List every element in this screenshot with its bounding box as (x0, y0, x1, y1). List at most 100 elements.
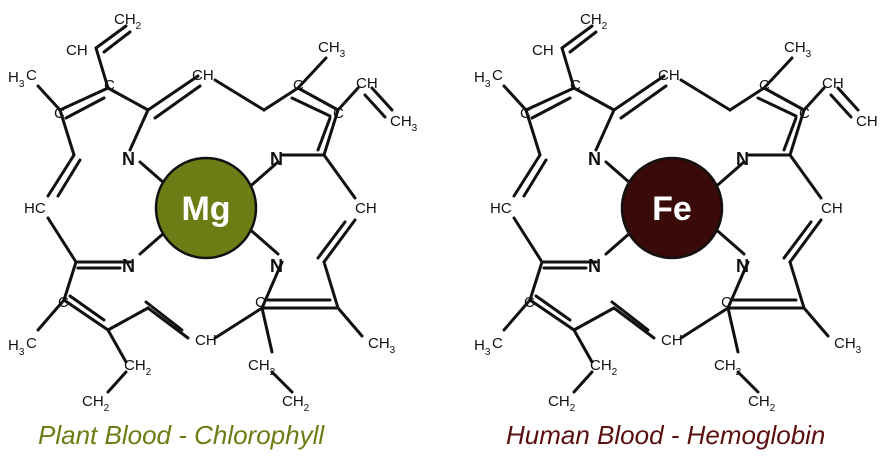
atom-label-ch-top: CH (658, 67, 680, 84)
bond-line (94, 24, 128, 50)
atom-subscript: 2 (612, 367, 618, 378)
atom-label-ch-bottom: CH (195, 332, 217, 349)
atom-label-c-br: C (255, 294, 266, 311)
atom-text: CH (368, 335, 390, 352)
bond-line (322, 218, 357, 264)
bond-line (106, 370, 128, 394)
bond-line (522, 158, 548, 198)
bond-line (36, 298, 66, 332)
bond-line (64, 96, 106, 120)
bond-line (146, 74, 200, 112)
atom-label-n-br: N (736, 256, 749, 276)
atom-subscript: 2 (104, 403, 110, 414)
atom-label-c-tr2: C (799, 105, 810, 122)
atom-subscript: 3 (485, 79, 491, 90)
bond-line (322, 260, 340, 310)
bond-line (58, 86, 110, 112)
metal-center-chlorophyll (154, 156, 258, 260)
atom-label-c-bl: C (58, 294, 69, 311)
atom-label-methyl-bl-c: C (492, 335, 503, 352)
atom-text: CH (390, 113, 412, 130)
atom-text: CH (580, 11, 602, 28)
atom-label-vinyl-tr-ch3: CH (856, 113, 878, 130)
atom-label-ch-top: CH (192, 67, 214, 84)
bond-line (530, 96, 572, 120)
atom-label-ethyl-bl-ch2a: CH2 (124, 357, 152, 378)
bond-line (46, 216, 78, 264)
atom-label-hc-left: HC (490, 200, 512, 217)
atom-text: H (474, 69, 485, 86)
atom-text: CH (590, 357, 612, 374)
atom-subscript: 2 (570, 403, 576, 414)
atom-text: CH (714, 357, 736, 374)
atom-label-n-bl: N (122, 256, 135, 276)
bond-line (612, 306, 656, 340)
atom-label-ethyl-bl-ch2a: CH2 (590, 357, 618, 378)
atom-label-methyl-br: CH3 (834, 335, 862, 356)
atom-text: H (474, 337, 485, 354)
atom-subscript: 3 (19, 347, 25, 358)
bond-line (260, 260, 284, 310)
atom-label-vinyl-tl-ch2: CH2 (114, 11, 142, 32)
atom-label-n-br: N (270, 256, 283, 276)
atom-text: CH (114, 11, 136, 28)
atom-subscript: 2 (136, 21, 142, 32)
atom-subscript: 2 (270, 367, 276, 378)
atom-label-vinyl-tl-ch: CH (532, 42, 554, 59)
bond-line (322, 108, 340, 157)
atom-text: CH (124, 357, 146, 374)
bond-line (94, 46, 110, 90)
atom-label-n-tl: N (588, 149, 601, 169)
atom-label-c-bl: C (524, 294, 535, 311)
atom-label-c-tl2: C (570, 77, 581, 94)
atom-label-ethyl-bl-ch2b: CH2 (82, 393, 110, 414)
atom-subscript: 2 (736, 367, 742, 378)
bond-line (502, 298, 532, 332)
atom-subscript: 3 (340, 49, 346, 60)
atom-label-ch-right: CH (821, 200, 843, 217)
atom-subscript: 3 (806, 49, 812, 60)
bond-line (213, 78, 266, 112)
bond-line (46, 153, 76, 198)
bond-line (62, 298, 110, 332)
bond-line (512, 216, 544, 264)
bond-line (572, 328, 594, 364)
atom-subscript: 3 (390, 345, 396, 356)
atom-label-c-tl1: C (54, 105, 65, 122)
bond-line (788, 153, 823, 200)
bond-line (290, 96, 332, 118)
bond-line (802, 306, 830, 338)
bond-line (610, 300, 650, 332)
atom-label-n-bl: N (588, 256, 601, 276)
atom-label-vinyl-tr-ch3: CH3 (390, 113, 418, 134)
bond-line (782, 116, 798, 152)
metal-symbol: Mg (181, 190, 230, 228)
atom-label-ethyl-br-ch2a: CH2 (248, 357, 276, 378)
atom-label-ethyl-br-ch2a: CH2 (714, 357, 742, 378)
atom-label-ethyl-br-ch2b: CH2 (748, 393, 776, 414)
bond-line (144, 300, 184, 332)
bond-line (213, 306, 264, 340)
atom-subscript: 2 (304, 403, 310, 414)
bond-line (679, 78, 732, 112)
bond-line (262, 86, 300, 112)
atom-label-vinyl-tr-ch: CH (356, 75, 378, 92)
bond-line (106, 306, 150, 332)
bond-line (322, 153, 357, 200)
bond-line (102, 30, 132, 54)
metal-symbol: Fe (652, 190, 692, 228)
atom-label-c-br: C (721, 294, 732, 311)
atom-label-methyl-tl: H3 (8, 69, 25, 90)
atom-subscript: 3 (19, 79, 25, 90)
bond-line (106, 86, 150, 112)
bond-line (762, 56, 794, 90)
bond-line (560, 46, 576, 90)
bond-line (726, 306, 740, 354)
bond-line (612, 74, 666, 112)
atom-text: CH (856, 113, 878, 130)
atom-label-methyl-tr: CH3 (784, 39, 812, 60)
bond-line (296, 56, 328, 90)
atom-label-methyl-bl: H3 (8, 337, 25, 358)
atom-label-methyl-bl: H3 (474, 337, 491, 358)
